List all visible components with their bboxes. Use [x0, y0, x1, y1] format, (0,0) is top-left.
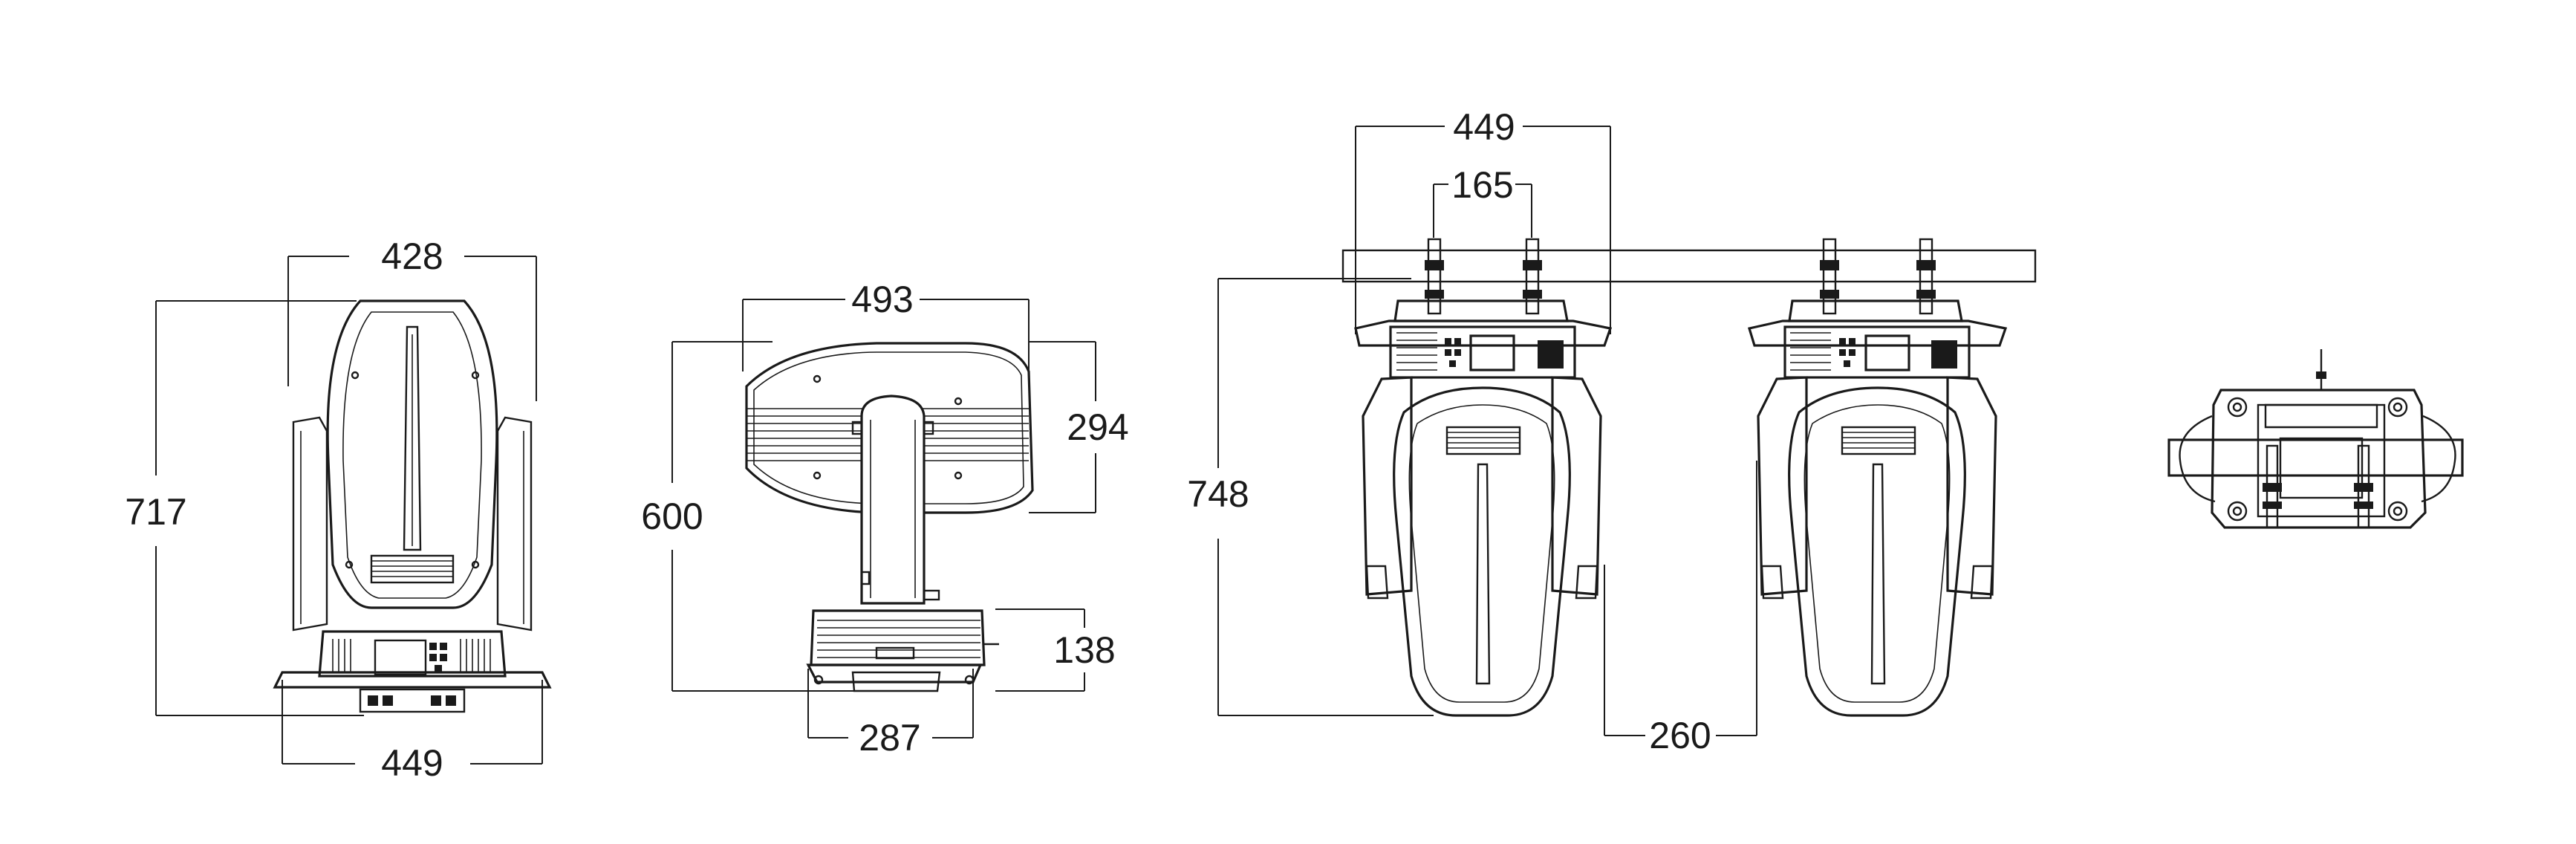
dim-label-287: 287 [859, 717, 920, 759]
head-body [326, 299, 498, 609]
dim-label-165: 165 [1451, 164, 1513, 206]
hang2-head [1788, 386, 1966, 717]
hang2-base [1783, 325, 1971, 379]
dim-side-head-height: 294 [1029, 341, 1129, 513]
side-base [810, 609, 986, 666]
top-clamp-left [2263, 444, 2282, 529]
hang-arm-right [1551, 376, 1602, 596]
hang-display [1469, 334, 1515, 371]
dim-clamp-width: 449 [1355, 106, 1611, 334]
head-ridge [403, 325, 422, 551]
front-view: 428 717 449 [125, 236, 552, 784]
side-base-plate [806, 663, 983, 684]
yoke-arm-left [292, 416, 328, 632]
side-head [745, 342, 1034, 514]
hang-arm-left [1362, 376, 1413, 596]
hang-head [1393, 386, 1571, 717]
clamp-right-2 [1916, 238, 1936, 315]
dim-front-width-top: 428 [287, 236, 537, 401]
top-clamp-right [2354, 444, 2373, 529]
top-base [2211, 389, 2427, 529]
hang-head-ridge [1475, 463, 1491, 685]
front-base [318, 630, 507, 678]
dim-front-width-base: 449 [282, 680, 543, 784]
dim-label-260: 260 [1649, 715, 1711, 756]
hang-base [1389, 325, 1576, 379]
yoke-arm-right [496, 416, 533, 632]
dim-hanging-height: 748 [1187, 278, 1434, 716]
clamp-right [1523, 238, 1542, 315]
clamp-left-2 [1820, 238, 1839, 315]
dim-label-449-base: 449 [381, 742, 443, 784]
front-display [374, 639, 427, 676]
dim-side-height: 600 [641, 341, 862, 692]
dim-side-width: 493 [742, 279, 1030, 386]
dim-label-449-clamp: 449 [1453, 106, 1515, 148]
hang2-display [1864, 334, 1910, 371]
dim-label-294: 294 [1067, 406, 1128, 448]
hanging-view-front: 449 165 748 [1187, 106, 2037, 717]
dim-side-base-width: 287 [807, 669, 974, 759]
hanging-view-side: 260 [1604, 238, 2008, 756]
top-view [2167, 349, 2464, 529]
hang-vent [1445, 426, 1521, 455]
dim-hanging-offset: 260 [1604, 461, 1757, 756]
clamp-left [1425, 238, 1444, 315]
dim-label-748: 748 [1187, 473, 1249, 515]
dim-label-717: 717 [125, 491, 186, 533]
front-base-plate [273, 671, 552, 689]
dim-label-138: 138 [1053, 629, 1115, 671]
dim-label-493: 493 [851, 279, 913, 320]
hang2-base-plate [1747, 319, 2008, 347]
side-view: 493 294 600 138 [641, 279, 1128, 759]
dim-front-height: 717 [125, 300, 364, 716]
dim-label-600: 600 [641, 496, 703, 537]
dim-clamp-spacing: 165 [1433, 164, 1532, 238]
front-connector-panel [359, 688, 466, 713]
dim-label-428: 428 [381, 236, 443, 277]
truss-pipe [1341, 249, 2037, 283]
side-yoke [860, 395, 926, 605]
top-truss-pipe [2167, 438, 2464, 477]
dim-side-base-height: 138 [995, 608, 1116, 692]
hang-base-plate [1354, 319, 1613, 347]
head-vent [370, 554, 455, 584]
